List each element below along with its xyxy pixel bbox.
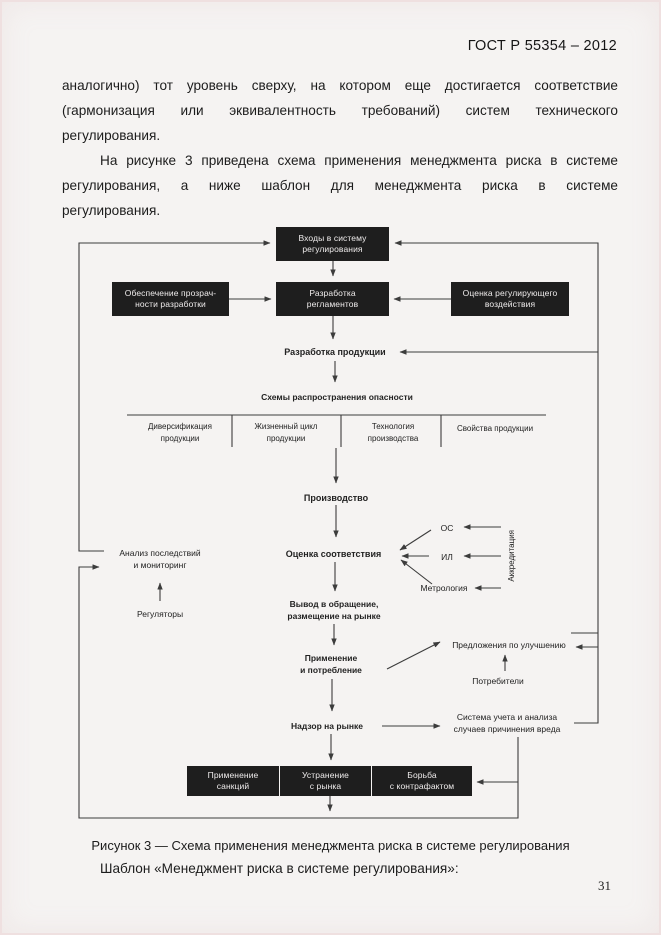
- label-hazard-schemes: Схемы распространения опасности: [261, 392, 413, 402]
- template-caption: Шаблон «Менеджмент риска в системе регул…: [100, 861, 459, 876]
- flow-box-withdrawal: Устранение с рынка: [280, 766, 371, 796]
- label-accreditation: Аккредитация: [507, 530, 517, 582]
- label-consumers: Потребители: [472, 676, 524, 686]
- flow-box-sanctions: Применение санкций: [187, 766, 279, 796]
- flow-box-regulations: Разработка регламентов: [276, 282, 389, 316]
- label-metrology: Метрология: [420, 583, 468, 593]
- label-conformity-assessment: Оценка соответствия: [285, 549, 382, 559]
- label-col-lifecycle: Жизненный цикл продукции: [254, 422, 318, 443]
- flow-box-impact: Оценка регулирующего воздействия: [451, 282, 569, 316]
- label-analysis-monitoring: Анализ последствий и мониторинг: [119, 548, 201, 571]
- label-production: Производство: [303, 493, 369, 503]
- label-market-surveillance: Надзор на рынке: [291, 721, 363, 731]
- label-os: ОС: [440, 523, 454, 533]
- body-line: регулирования.: [62, 128, 161, 143]
- label-regulators: Регуляторы: [136, 609, 184, 619]
- label-improvement-proposals: Предложения по улучшению: [452, 640, 566, 650]
- flow-box-transparency: Обеспечение прозрач- ности разработки: [112, 282, 229, 316]
- figure-caption: Рисунок 3 — Схема применения менеджмента…: [91, 838, 570, 853]
- label-release-to-market: Вывод в обращение, размещение на рынке: [287, 599, 381, 622]
- body-line: регулирования, а ниже шаблон для менеджм…: [62, 178, 618, 193]
- body-line: На рисунке 3 приведена схема применения …: [100, 153, 618, 168]
- label-harm-accounting: Система учета и анализа случаев причинен…: [453, 712, 561, 735]
- page-header: ГОСТ Р 55354 – 2012: [467, 38, 617, 54]
- label-use-consumption: Применение и потребление: [300, 653, 362, 676]
- label-il: ИЛ: [441, 552, 453, 562]
- body-line: (гармонизация или эквивалентность требов…: [62, 103, 618, 118]
- label-col-diversification: Диверсификация продукции: [148, 422, 212, 443]
- flow-box-inputs: Входы в систему регулирования: [276, 227, 389, 261]
- label-col-technology: Технология производства: [367, 422, 419, 443]
- page-number: 31: [598, 878, 611, 893]
- flow-box-counterfeit: Борьба с контрафактом: [372, 766, 472, 796]
- label-product-dev: Разработка продукции: [284, 347, 386, 357]
- body-line: регулирования.: [62, 203, 161, 218]
- body-line: аналогично) тот уровень сверху, на котор…: [62, 78, 618, 93]
- label-col-properties: Свойства продукции: [456, 424, 534, 433]
